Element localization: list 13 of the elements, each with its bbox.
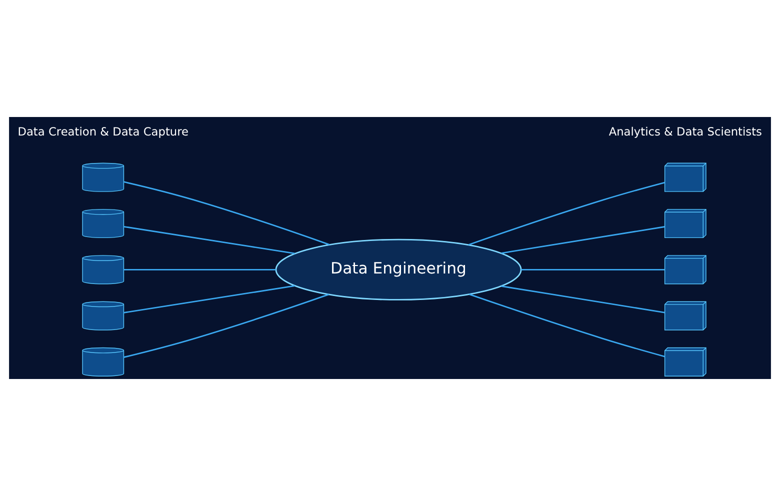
label: Analytics & Data Scientists	[608, 124, 762, 138]
connector	[501, 285, 665, 314]
connector	[468, 182, 665, 246]
connector	[124, 226, 295, 254]
connector	[521, 268, 665, 270]
connector	[501, 226, 665, 254]
connector	[124, 181, 330, 246]
connector	[124, 285, 295, 314]
connector	[124, 268, 276, 270]
label: Data Creation & Data Capture	[18, 124, 189, 138]
connector	[469, 294, 665, 358]
node-ellipse: Data Engineering	[275, 238, 522, 300]
connector	[124, 294, 329, 358]
